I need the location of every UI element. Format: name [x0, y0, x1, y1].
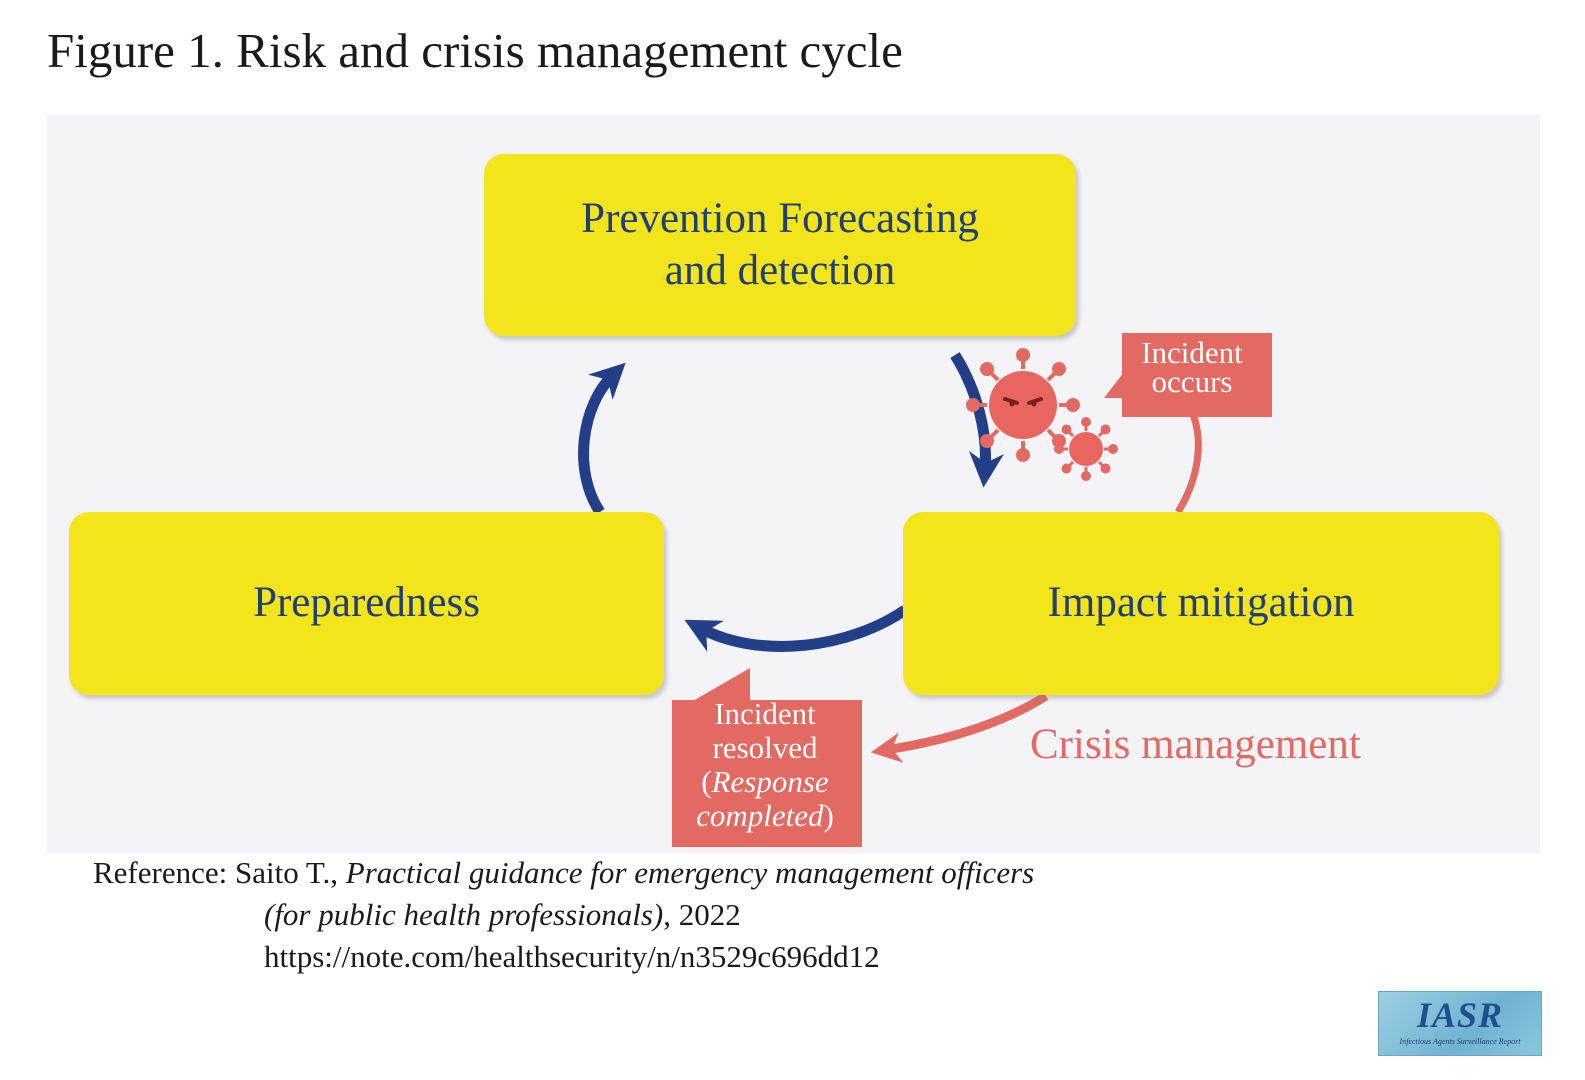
- callout-resolved-italic2: completed: [696, 798, 824, 834]
- stage-prevention-box: Prevention Forecasting and detection: [484, 154, 1076, 336]
- reference-year: , 2022: [663, 897, 741, 932]
- callout-incident-resolved: Incident resolved (Response completed): [669, 696, 861, 834]
- callout-occurs-line2: occurs: [1151, 364, 1233, 400]
- callout-resolved-italic1: Response: [711, 764, 829, 800]
- callout-resolved-paren-close: ): [823, 798, 834, 834]
- reference-label: Reference: Saito T.,: [93, 855, 346, 890]
- iasr-logo: IASR Infectious Agents Surveillance Repo…: [1378, 991, 1542, 1056]
- stage-preparedness-label: Preparedness: [253, 579, 480, 627]
- reference-title-part1: Practical guidance for emergency managem…: [345, 855, 1035, 890]
- crisis-management-label: Crisis management: [1030, 721, 1361, 768]
- stage-preparedness-box: Preparedness: [69, 512, 664, 695]
- callout-resolved-line2: resolved: [712, 730, 818, 766]
- callout-resolved-line1: Incident: [714, 696, 816, 731]
- callout-incident-occurs: Incident occurs: [1117, 335, 1267, 400]
- stage-impact-box: Impact mitigation: [903, 512, 1499, 695]
- callout-occurs-line1: Incident: [1141, 335, 1243, 370]
- figure-title: Figure 1. Risk and crisis management cyc…: [47, 23, 903, 78]
- reference-citation: Reference: Saito T., Practical guidance …: [93, 852, 1034, 978]
- reference-url[interactable]: https://note.com/healthsecurity/n/n3529c…: [264, 939, 880, 974]
- callout-resolved-paren-open: (: [701, 764, 712, 800]
- reference-title-part2: (for public health professionals): [264, 897, 664, 932]
- logo-sub-text: Infectious Agents Surveillance Report: [1399, 1037, 1521, 1046]
- stage-prevention-line2: and detection: [664, 247, 896, 294]
- logo-main-text: IASR: [1416, 995, 1504, 1035]
- stage-prevention-line1: Prevention Forecasting: [581, 194, 979, 242]
- stage-impact-label: Impact mitigation: [1047, 579, 1355, 627]
